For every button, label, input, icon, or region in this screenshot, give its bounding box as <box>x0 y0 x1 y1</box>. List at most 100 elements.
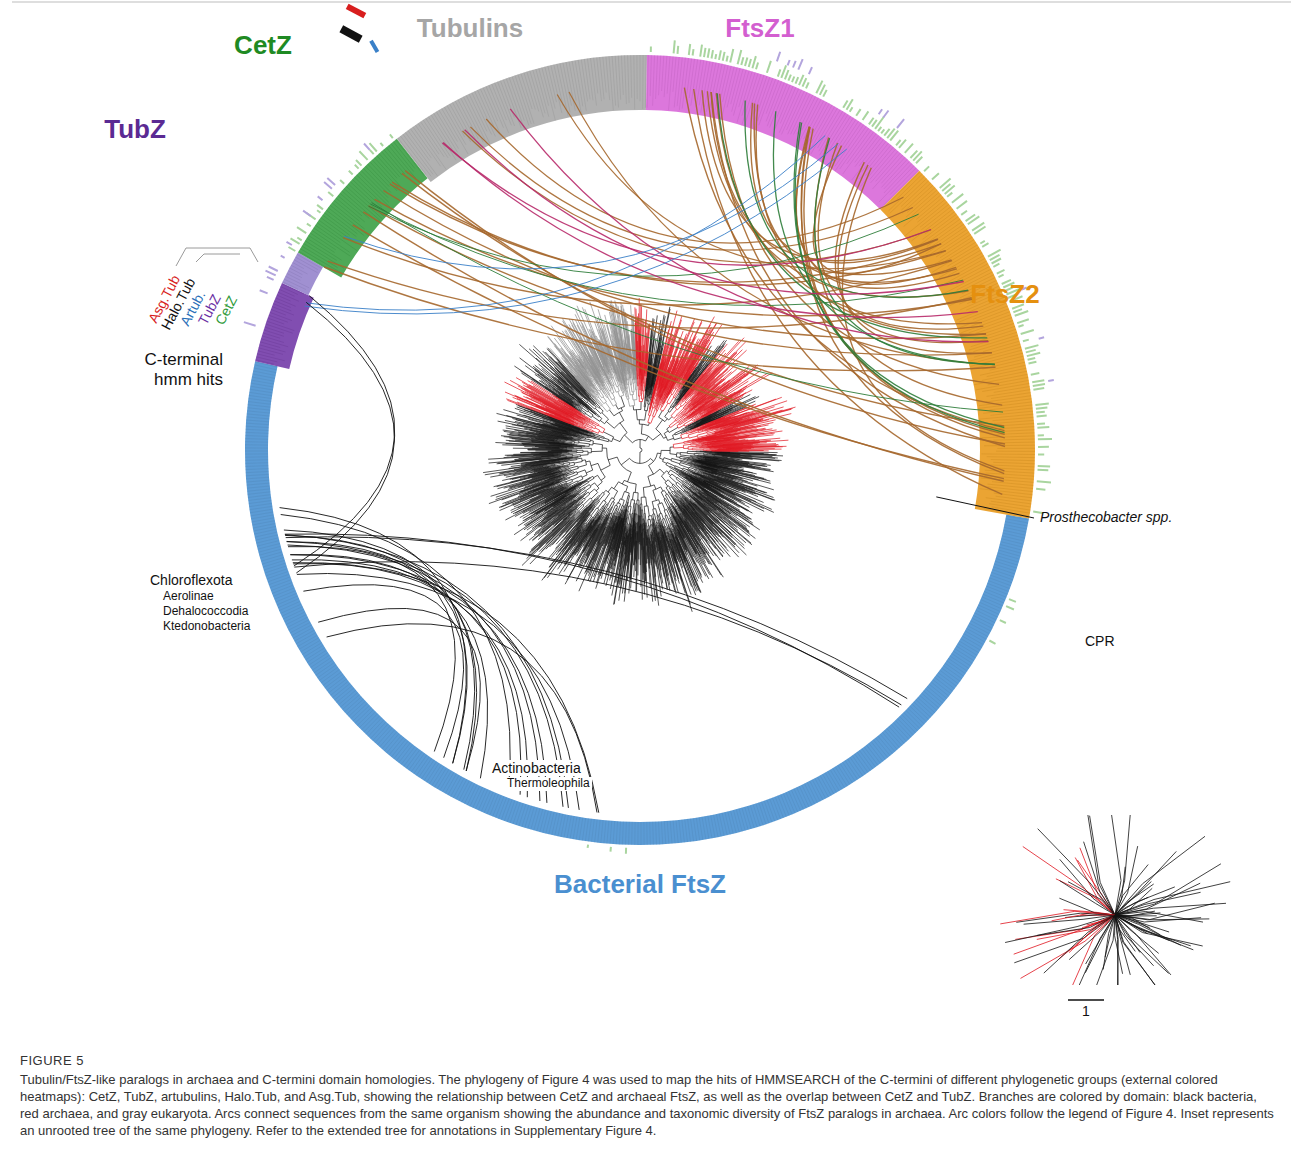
paralog-arc <box>815 138 995 364</box>
heatmap-texture <box>245 362 1029 845</box>
column-marker <box>339 25 362 42</box>
inset-tree <box>1068 882 1115 915</box>
paralog-arc <box>294 562 901 705</box>
paralog-arc <box>795 123 1004 433</box>
inset-tree <box>1079 915 1115 985</box>
inset-tree <box>1115 887 1175 915</box>
inset-tree <box>1023 847 1115 916</box>
paralog-arc <box>569 92 995 365</box>
paralog-arc <box>794 122 1004 428</box>
group-label: Tubulins <box>417 14 523 44</box>
inset-tree <box>1115 903 1226 915</box>
paralog-arc <box>327 624 597 813</box>
paralog-arc <box>711 92 952 275</box>
taxon-label: Actinobacteria <box>490 760 583 776</box>
paralog-arc <box>286 537 908 699</box>
inset-tree <box>1115 915 1171 975</box>
inset-tree <box>1115 915 1203 946</box>
heatmap-band <box>255 283 314 369</box>
paralog-arc <box>344 144 838 269</box>
paralog-arc <box>470 127 912 250</box>
taxon-sublabel: Ktedonobacteria <box>163 620 250 634</box>
leader-line <box>936 497 1034 518</box>
inset-tree <box>1115 915 1160 935</box>
inset-tree <box>1115 884 1154 915</box>
heatmap-band <box>880 171 1035 519</box>
heatmap-ring <box>245 55 1035 845</box>
paralog-arc <box>442 143 931 265</box>
paralog-arc <box>465 130 964 294</box>
inset-tree <box>1016 913 1115 922</box>
taxon-label: CPR <box>1085 633 1115 649</box>
inset-tree <box>1115 915 1169 973</box>
paralog-arc <box>694 89 1003 494</box>
inset-tree <box>1115 851 1176 915</box>
inset-tree <box>1115 915 1123 974</box>
inset-tree <box>1085 915 1115 973</box>
inset-tree <box>1038 829 1115 915</box>
inset-tree <box>1000 911 1115 924</box>
inset-tree <box>1112 815 1121 915</box>
figure-caption: Tubulin/FtsZ-like paralogs in archaea an… <box>20 1071 1275 1139</box>
paralog-arc <box>303 585 463 758</box>
paralog-arc <box>363 212 1003 481</box>
paralog-arc <box>745 101 968 298</box>
taxon-sublabel: Thermoleophila <box>505 777 592 791</box>
paralog-arc <box>290 554 487 778</box>
inset-tree <box>1115 915 1191 946</box>
inset-tree <box>1115 915 1169 932</box>
column-bracket <box>176 248 258 266</box>
paralog-arc <box>370 204 963 306</box>
paralog-arc <box>285 535 477 771</box>
paralog-arc <box>392 182 946 285</box>
paralog-arc <box>306 136 825 311</box>
heatmap-hits <box>289 40 1053 853</box>
paralog-arc <box>684 88 1004 431</box>
paralog-arc <box>284 530 475 770</box>
inset-tree <box>1115 865 1148 916</box>
tree-branches <box>548 300 637 412</box>
taxon-sublabel: Aerolinae <box>163 590 214 604</box>
paralog-arc <box>838 165 992 353</box>
paralog-arc <box>292 560 521 795</box>
paralog-arc <box>720 94 999 385</box>
inset-tree <box>1021 915 1116 978</box>
inset-tree <box>1056 879 1115 915</box>
scale-bar <box>1068 999 1104 1001</box>
heatmap-texture <box>889 172 1035 517</box>
paralog-arc <box>305 149 847 314</box>
inset-tree <box>1103 915 1115 970</box>
heatmap-band <box>397 55 647 182</box>
inset-tree <box>1115 867 1125 915</box>
paralog-arc <box>293 563 599 813</box>
paralog-arc <box>707 91 968 297</box>
group-label: CetZ <box>234 31 292 61</box>
column-marker <box>346 4 366 19</box>
group-label: FtsZ1 <box>725 14 794 44</box>
paralog-arc <box>285 534 899 707</box>
paralog-arc <box>796 127 959 289</box>
heatmap-texture <box>283 254 322 289</box>
paralog-arc <box>296 302 394 573</box>
group-label: TubZ <box>104 115 166 145</box>
scale-label: 1 <box>1082 1003 1090 1019</box>
paralog-arc <box>463 131 932 263</box>
top-rule <box>12 2 1291 3</box>
inset-tree <box>1060 881 1115 915</box>
paralog-arc <box>754 104 986 335</box>
column-marker <box>369 40 379 53</box>
paralog-arc <box>717 93 987 338</box>
inset-tree <box>1115 915 1181 945</box>
column-bracket <box>196 254 240 262</box>
taxon-label: Chloroflexota <box>150 572 233 588</box>
paralog-arc <box>486 119 903 243</box>
heatmap-band <box>245 361 1029 845</box>
inset-tree <box>1115 915 1155 985</box>
paralog-arc <box>281 515 511 791</box>
inset-tree <box>1044 915 1115 973</box>
taxon-sublabel: Dehalococcodia <box>163 605 248 619</box>
inset-tree <box>1037 915 1115 939</box>
taxon-label: Prosthecobacter spp. <box>1040 509 1172 525</box>
heatmap-title: C-terminal hmm hits <box>118 350 223 389</box>
